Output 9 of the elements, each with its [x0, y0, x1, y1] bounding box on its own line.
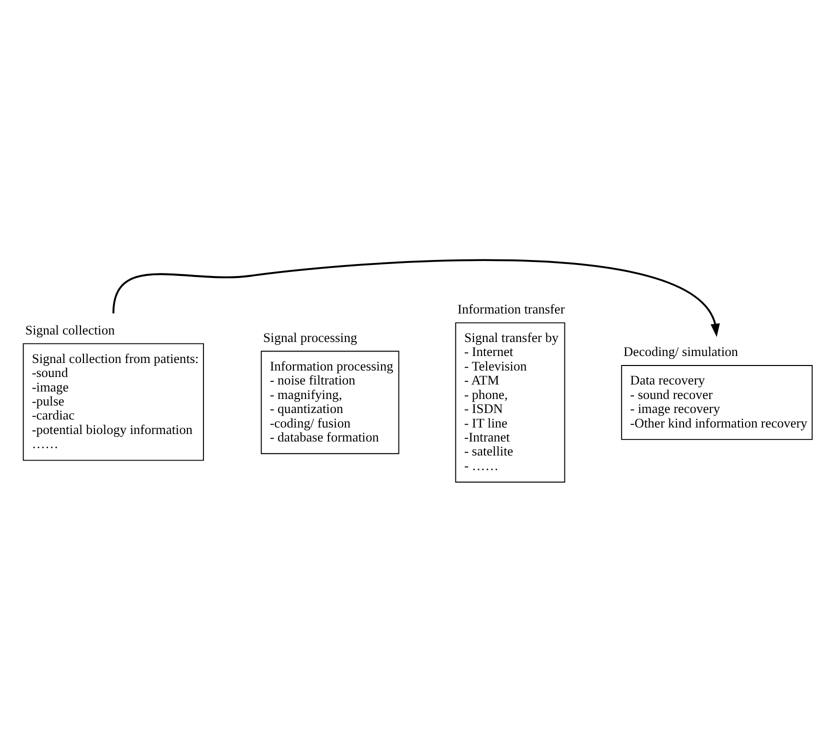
node-label: Signal collection [25, 322, 115, 337]
arrow [112, 258, 720, 337]
node-label: Information transfer [458, 301, 565, 316]
node-box: Data recovery - sound recover - image recovery -Other kind information recovery [621, 364, 813, 440]
node-label: Signal processing [263, 329, 358, 344]
node-box: Signal collection from patients: -sound -image -pulse -cardiac -potential biology information …… [22, 342, 204, 460]
node-label: Decoding/ simulation [623, 344, 738, 359]
node-box: Signal transfer by - Internet - Television - ATM - phone, - ISDN - IT line -Intranet - satellite - …… [455, 322, 566, 482]
node-box: Information processing - noise filtration - magnifying, - quantization -coding/ fusion - database formation [260, 350, 400, 454]
